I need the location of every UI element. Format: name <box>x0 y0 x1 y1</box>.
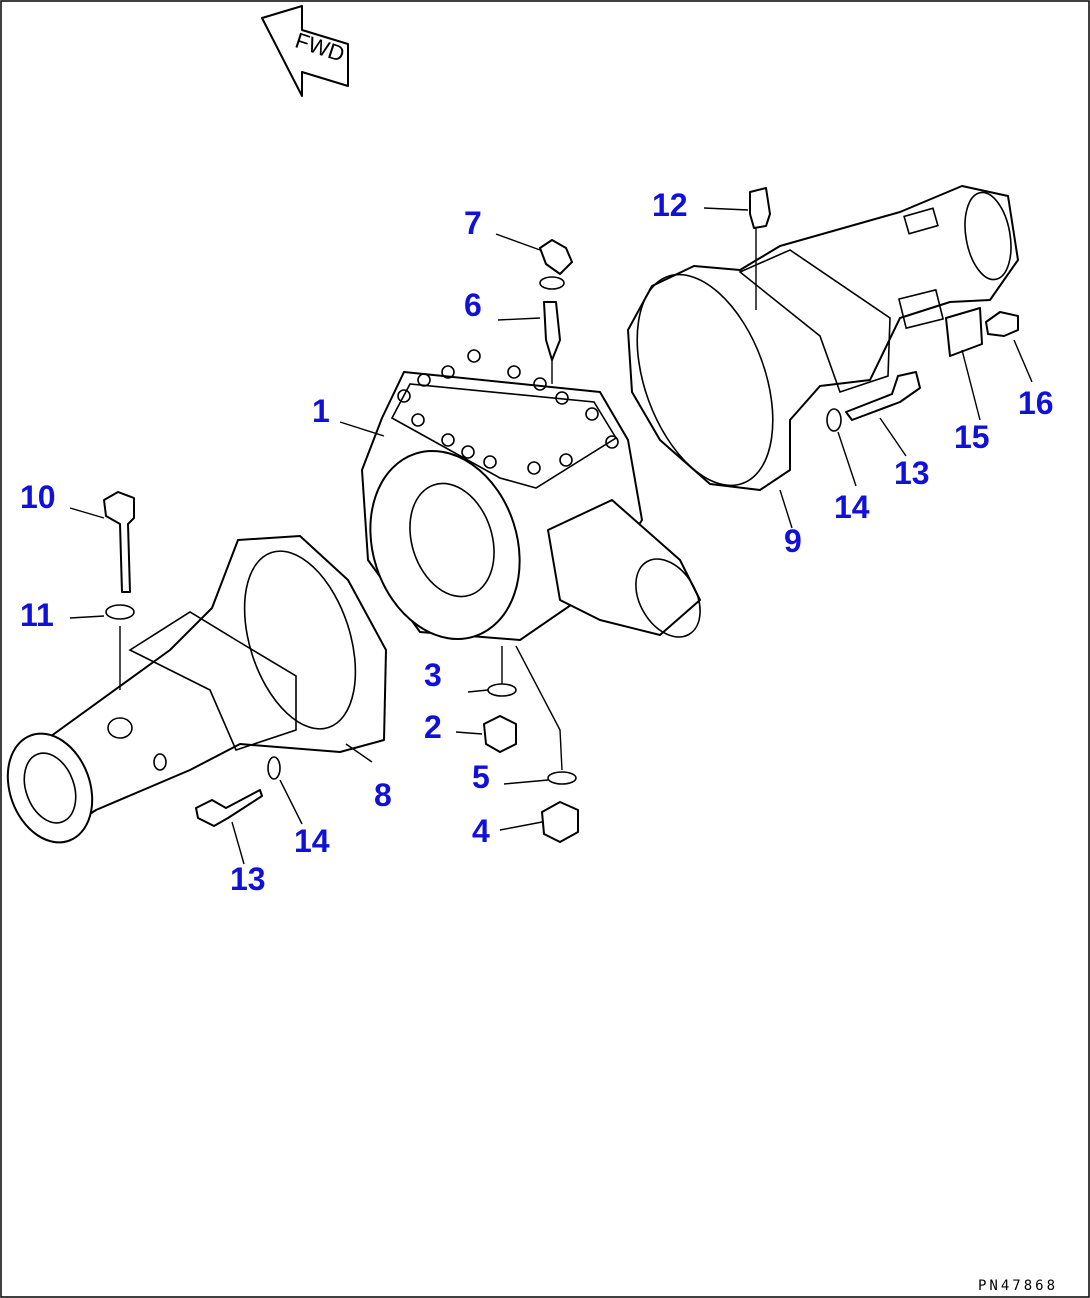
callout-1: 1 <box>312 393 330 429</box>
name-plate <box>945 307 983 357</box>
differential-carrier <box>361 349 701 641</box>
top-plug <box>749 187 771 229</box>
bolt-13-right <box>845 371 921 421</box>
callout-2: 2 <box>424 709 442 745</box>
callout-13-right: 13 <box>894 455 930 491</box>
callout-labels: 1 2 3 4 5 6 7 8 9 10 11 12 13 13 14 14 1… <box>20 187 1054 897</box>
callout-8: 8 <box>374 777 392 813</box>
oring-5 <box>547 771 577 785</box>
callout-3: 3 <box>424 657 442 693</box>
callout-15: 15 <box>954 419 990 455</box>
drawing-number: PN47868 <box>978 1278 1058 1294</box>
callout-5: 5 <box>472 759 490 795</box>
oring-3 <box>487 683 517 697</box>
callout-13-left: 13 <box>230 861 266 897</box>
fwd-direction-arrow: FWD <box>261 5 349 97</box>
breather-ring <box>539 276 565 290</box>
callout-14-left: 14 <box>294 823 330 859</box>
breather-cap <box>539 239 573 275</box>
small-parts <box>103 187 1019 843</box>
callout-16: 16 <box>1018 385 1054 421</box>
callout-14-right: 14 <box>834 489 870 525</box>
right-axle-housing <box>627 185 1019 491</box>
leader-lines <box>69 207 1033 865</box>
plug-4 <box>541 801 579 843</box>
bolt-13-left <box>195 789 263 827</box>
callout-11: 11 <box>20 597 54 633</box>
callout-10: 10 <box>20 479 56 515</box>
callout-6: 6 <box>464 287 482 323</box>
left-bolt-ring <box>105 604 135 620</box>
callout-4: 4 <box>472 813 490 849</box>
washer-14-right <box>826 408 842 432</box>
rivet <box>985 311 1019 337</box>
washer-14-left <box>267 756 281 780</box>
callout-7: 7 <box>464 205 482 241</box>
callout-12: 12 <box>652 187 688 223</box>
plug-2 <box>483 715 517 753</box>
left-axle-housing <box>6 535 387 844</box>
breather-plug <box>543 301 561 361</box>
callout-9: 9 <box>784 523 802 559</box>
left-bolt <box>103 491 135 593</box>
